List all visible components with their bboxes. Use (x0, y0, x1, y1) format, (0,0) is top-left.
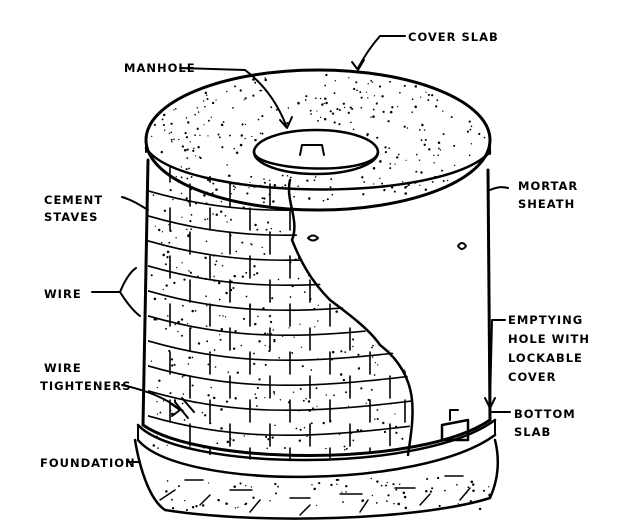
label-wire-tighteners-2: TIGHTENERS (40, 379, 132, 393)
label-emptying-hole-1: EMPTYING (508, 313, 583, 327)
label-wire-tighteners-1: WIRE (44, 361, 82, 375)
label-mortar-sheath-2: SHEATH (518, 197, 575, 211)
sheath-markers (307, 234, 467, 250)
label-manhole: MANHOLE (124, 61, 196, 75)
label-cement-staves-2: STAVES (44, 210, 98, 224)
label-wire: WIRE (44, 287, 82, 301)
labels: COVER SLAB MANHOLE CEMENT STAVES MORTAR … (40, 30, 590, 470)
label-emptying-hole-3: LOCKABLE (508, 351, 583, 365)
cement-staves (148, 160, 413, 461)
label-emptying-hole-2: HOLE WITH (508, 332, 590, 346)
label-foundation: FOUNDATION (40, 456, 136, 470)
emptying-hole (440, 409, 470, 442)
label-cement-staves-1: CEMENT (44, 193, 103, 207)
sheath-torn-edge (287, 178, 414, 457)
label-bottom-slab-2: SLAB (514, 425, 551, 439)
label-mortar-sheath-1: MORTAR (518, 179, 578, 193)
cover-slab (144, 68, 492, 212)
wire-tighteners (174, 397, 195, 419)
leader-lines (91, 35, 511, 463)
label-cover-slab: COVER SLAB (408, 30, 499, 44)
label-emptying-hole-4: COVER (508, 370, 557, 384)
tank-wall (141, 158, 492, 457)
foundation (133, 438, 499, 520)
label-bottom-slab-1: BOTTOM (514, 407, 576, 421)
manhole (252, 128, 380, 176)
stipple-texture (150, 73, 491, 512)
